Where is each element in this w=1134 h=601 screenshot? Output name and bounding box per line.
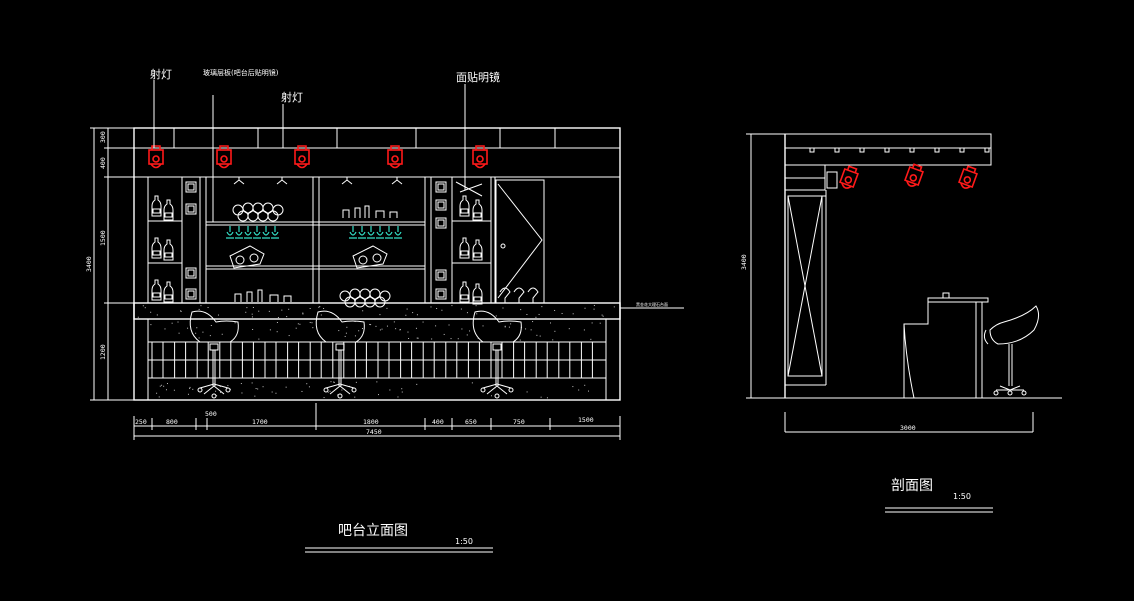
elevation-title: 吧台立面图	[338, 523, 408, 539]
dim-bottom-7: 650	[465, 418, 477, 426]
hanging-glass-icon	[226, 226, 234, 239]
front-tiles	[148, 341, 606, 379]
wine-bottles	[151, 195, 483, 305]
bottle-icon	[472, 199, 483, 221]
hanging-glass-icon	[367, 226, 375, 239]
section-height-dim: 3400	[740, 254, 748, 270]
label-mirror: 面贴明镜	[456, 70, 500, 84]
spotlight-icon	[216, 145, 232, 169]
dim-bottom-9: 1500	[578, 416, 594, 424]
hanging-glass-icon	[244, 226, 252, 239]
bottle-icon	[163, 199, 174, 221]
dim-bottom-5: 1800	[363, 418, 379, 426]
bottle-icon	[151, 237, 162, 259]
niche-squares	[185, 181, 447, 300]
bar-stool-icon	[472, 310, 522, 399]
bottle-icon	[163, 281, 174, 303]
label-counter-note: 黑金花大理石台面	[636, 301, 668, 307]
glassware	[226, 181, 539, 308]
elevation-scale: 1:50	[455, 537, 473, 546]
hanging-glass-icon	[385, 226, 393, 239]
bottle-icon	[459, 195, 470, 217]
bar-elevation: 射灯 玻璃层板(吧台后贴明镜) 射灯 面贴明镜 黑金花大理石台面 300 400…	[85, 67, 684, 553]
dim-bottom-4: 1700	[252, 418, 268, 426]
hanging-glass-icon	[358, 226, 366, 239]
bar-stool-icon	[189, 310, 239, 399]
spotlight-icon	[148, 145, 164, 169]
marble-speckle	[137, 305, 615, 399]
hanging-glass-icon	[394, 226, 402, 239]
dim-left-4: 1200	[99, 344, 107, 360]
spotlight-icon	[904, 163, 924, 187]
section-soffit	[784, 133, 992, 166]
bottle-icon	[459, 237, 470, 259]
section-width-dim: 3000	[900, 424, 916, 432]
bottle-icon	[472, 283, 483, 305]
spotlight-icon	[472, 145, 488, 169]
hanging-glass-icon	[349, 226, 357, 239]
dim-left-3: 1500	[99, 230, 107, 246]
bottle-icon	[459, 281, 470, 303]
dim-bottom-6: 400	[432, 418, 444, 426]
bottle-icon	[472, 239, 483, 261]
bottle-icon	[151, 195, 162, 217]
bar-section: 3400 3000 剖面图 1:50	[740, 133, 1062, 513]
label-glass-shelf: 玻璃层板(吧台后贴明镜)	[203, 68, 279, 77]
dim-bottom-2: 800	[166, 418, 178, 426]
spotlight-icon	[387, 145, 403, 169]
mirror-door	[495, 179, 545, 304]
bottom-dimensions: 250 800 500 1700 1800 400 650 750 1500 7…	[133, 403, 621, 440]
dim-overall-width: 7450	[366, 428, 382, 436]
hanging-glass-icon	[253, 226, 261, 239]
dim-left-1: 300	[99, 131, 107, 143]
hanging-glass-icon	[235, 226, 243, 239]
bar-stool-icon	[315, 310, 365, 399]
spotlight-icon	[294, 145, 310, 169]
hanging-glass-icon	[376, 226, 384, 239]
hanging-glass-icon	[262, 226, 270, 239]
section-counter-top	[927, 297, 989, 303]
dim-bottom-8: 750	[513, 418, 525, 426]
label-spotlight-mid: 射灯	[281, 90, 303, 104]
spotlight-icon	[958, 165, 978, 189]
section-cabinet	[787, 195, 823, 377]
section-scale: 1:50	[953, 492, 971, 501]
spotlight-icon	[839, 165, 859, 189]
dim-bottom-3: 500	[205, 410, 217, 418]
downlights	[233, 177, 403, 185]
dim-bottom-1: 250	[135, 418, 147, 426]
bottle-icon	[151, 279, 162, 301]
dim-overall-height: 3400	[85, 256, 93, 272]
hanging-glass-icon	[271, 226, 279, 239]
section-stool	[983, 305, 1040, 396]
leader-lines	[153, 80, 466, 222]
section-title: 剖面图	[891, 478, 933, 494]
left-dimensions: 300 400 1500 1200 3400	[85, 127, 134, 401]
bar-stools	[189, 310, 522, 399]
label-spotlight-left: 射灯	[150, 67, 172, 81]
red-spotlights	[148, 145, 488, 169]
section-red-spotlights	[826, 163, 978, 189]
dim-left-2: 400	[99, 157, 107, 169]
bottle-icon	[163, 239, 174, 261]
